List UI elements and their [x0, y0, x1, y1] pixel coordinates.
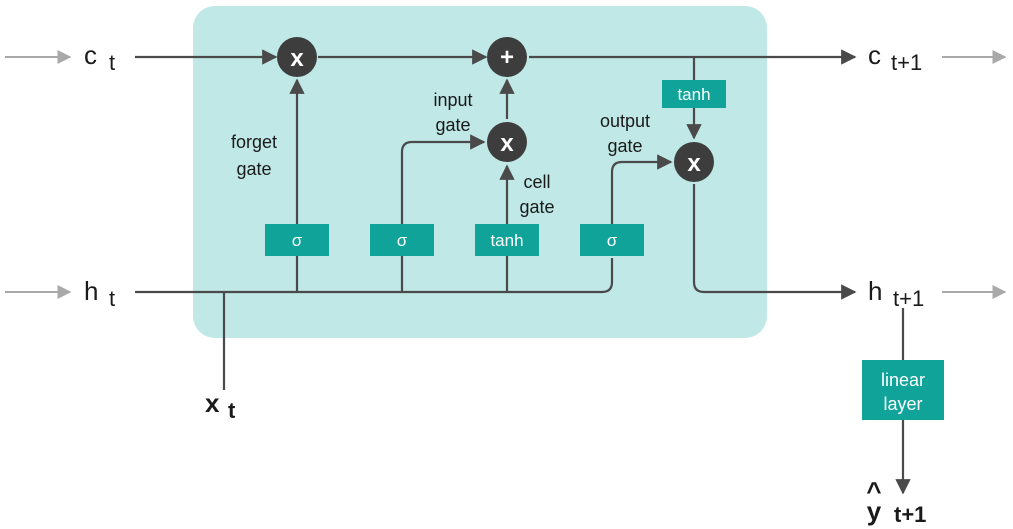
svg-text:tanh: tanh — [677, 85, 710, 104]
c-input-label: c t — [84, 40, 115, 75]
svg-text:t: t — [109, 50, 115, 75]
state-tanh-box: tanh — [662, 80, 726, 108]
output-sigmoid-box: σ — [580, 224, 644, 256]
cell-gate-label-line2: gate — [519, 197, 554, 217]
input-sigmoid-box: σ — [370, 224, 434, 256]
svg-text:σ: σ — [292, 231, 303, 250]
svg-text:c: c — [84, 40, 97, 70]
forget-sigmoid-box: σ — [265, 224, 329, 256]
output-multiply-operator: x — [674, 142, 714, 182]
svg-text:σ: σ — [607, 231, 618, 250]
input-multiply-operator: x — [487, 122, 527, 162]
cell-tanh-box: tanh — [475, 224, 539, 256]
linear-layer-box: linear layer — [862, 360, 944, 420]
svg-text:σ: σ — [397, 231, 408, 250]
forget-multiply-operator: x — [277, 37, 317, 77]
svg-text:x: x — [290, 45, 304, 72]
forget-gate-label-line2: gate — [236, 159, 271, 179]
svg-text:+: + — [500, 44, 514, 71]
svg-text:layer: layer — [883, 394, 922, 414]
svg-text:y: y — [867, 496, 882, 526]
svg-text:t+1: t+1 — [893, 286, 924, 311]
svg-text:x: x — [205, 388, 220, 418]
h-input-label: h t — [84, 276, 115, 311]
forget-gate-label-line1: forget — [231, 132, 277, 152]
svg-text:x: x — [687, 150, 701, 177]
output-gate-label-line2: gate — [607, 136, 642, 156]
input-gate-label-line1: input — [433, 90, 472, 110]
svg-text:t+1: t+1 — [894, 502, 926, 527]
h-output-label: h t+1 — [868, 276, 924, 311]
svg-text:^: ^ — [866, 476, 881, 506]
svg-text:tanh: tanh — [490, 231, 523, 250]
add-operator: + — [487, 37, 527, 77]
output-gate-input-wire — [601, 258, 614, 294]
svg-text:t: t — [109, 286, 115, 311]
input-gate-label-line2: gate — [435, 115, 470, 135]
x-input-label: x t — [205, 388, 236, 423]
output-gate-to-multiply — [610, 154, 673, 224]
svg-text:t: t — [228, 398, 236, 423]
c-output-label: c t+1 — [868, 40, 922, 75]
output-to-hidden-state — [692, 184, 857, 300]
svg-text:h: h — [868, 276, 882, 306]
cell-gate-label-line1: cell — [523, 172, 550, 192]
y-output-label: ^ y t+1 — [866, 476, 926, 527]
svg-text:c: c — [868, 40, 881, 70]
svg-text:linear: linear — [881, 370, 925, 390]
input-gate-to-multiply — [400, 134, 486, 224]
output-gate-label-line1: output — [600, 111, 650, 131]
svg-text:h: h — [84, 276, 98, 306]
svg-text:t+1: t+1 — [891, 50, 922, 75]
svg-text:x: x — [500, 130, 514, 157]
